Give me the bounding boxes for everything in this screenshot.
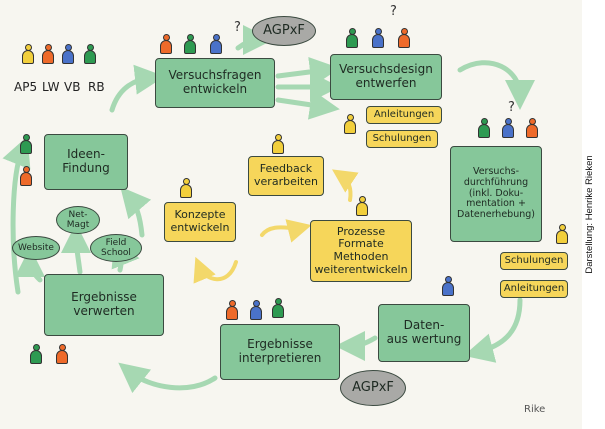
question-mark: ?	[508, 100, 515, 115]
figure-orange	[226, 300, 238, 320]
figure-green	[184, 34, 196, 54]
credit-text: Darstellung: Henrike Rieken	[584, 155, 595, 274]
arrow-durchfuehrung-to-auswertung	[463, 297, 523, 363]
figure-yellow	[556, 224, 568, 244]
arrow-field-to-ideen	[120, 186, 152, 238]
legend-figure-vb	[62, 44, 74, 64]
arrow-verwerten-to-ideen	[2, 136, 31, 295]
figure-green	[272, 298, 284, 318]
legend-label-rb: RB	[88, 80, 105, 94]
figure-green	[20, 134, 32, 154]
arrows-layer	[2, 25, 535, 394]
figure-yellow	[180, 178, 192, 198]
figure-orange	[20, 166, 32, 186]
arrow-legend-to-fragen	[109, 64, 165, 113]
question-mark: ?	[390, 4, 397, 19]
diagram-canvas: AP5 LW VB RB AGPxF ? Versuchsfragen entw…	[0, 0, 582, 429]
figure-orange	[160, 34, 172, 54]
question-mark: ?	[234, 20, 241, 35]
signature: Rike	[524, 404, 546, 415]
legend-label-vb: VB	[64, 80, 81, 94]
arrow-yellow-konzepte-loop	[193, 256, 238, 284]
node-schulungen-top: Schulungen	[366, 130, 438, 148]
node-website: Website	[12, 236, 60, 260]
arrow-design-to-durchfuehrung	[457, 60, 535, 110]
figure-orange	[56, 344, 68, 364]
arrow-fragen-to-design-1	[275, 57, 340, 87]
figure-green	[30, 344, 42, 364]
figure-blue	[372, 28, 384, 48]
figure-orange	[526, 118, 538, 138]
agpxf-bottom-oval: AGPxF	[340, 370, 406, 406]
figure-green	[346, 28, 358, 48]
figure-yellow	[272, 134, 284, 154]
figure-green	[478, 118, 490, 138]
figure-blue	[502, 118, 514, 138]
arrow-verwerten-to-net	[61, 223, 92, 275]
agpxf-top-oval: AGPxF	[252, 16, 316, 46]
legend-figure-rb	[84, 44, 96, 64]
node-ideenfindung: Ideen- Findung	[44, 134, 128, 190]
node-versuchsdurchfuehrung: Versuchs- durchführung (inkl. Doku- ment…	[450, 146, 542, 242]
arrow-auswertung-to-interpretieren	[335, 330, 378, 361]
node-feedback: Feedback verarbeiten	[248, 156, 324, 196]
node-konzepte: Konzepte entwickeln	[164, 202, 236, 242]
node-ergebnisse-interpretieren: Ergebnisse interpretieren	[220, 324, 340, 380]
node-schulungen-right: Schulungen	[500, 252, 568, 270]
arrow-interpretieren-to-verwerten	[118, 362, 218, 394]
arrow-yellow-feedback	[332, 169, 359, 202]
node-fieldschool: Field School	[90, 234, 142, 262]
node-anleitungen-right: Anleitungen	[500, 280, 568, 298]
arrow-yellow-to-prozesse	[260, 219, 312, 243]
legend-figure-lw	[42, 44, 54, 64]
legend-label-lw: LW	[42, 80, 60, 94]
figure-blue	[442, 276, 454, 296]
figure-orange	[398, 28, 410, 48]
figure-blue	[250, 300, 262, 320]
node-datenauswertung: Daten- aus wertung	[378, 304, 470, 362]
node-versuchsdesign: Versuchsdesign entwerfen	[330, 54, 442, 100]
node-versuchsfragen: Versuchsfragen entwickeln	[155, 58, 275, 108]
node-netmagt: Net- Magt	[56, 206, 100, 234]
arrow-verwerten-to-website	[15, 247, 46, 283]
node-prozesse: Prozesse Formate Methoden weiterentwicke…	[310, 220, 412, 282]
node-anleitungen-top: Anleitungen	[366, 106, 442, 124]
legend-label-ap5: AP5	[14, 80, 38, 94]
legend-figure-ap5	[22, 44, 34, 64]
figure-blue	[210, 34, 222, 54]
figure-yellow	[344, 114, 356, 134]
figure-yellow	[356, 196, 368, 216]
arrow-fragen-to-design-3	[275, 89, 340, 120]
arrow-agpxf-to-fragen	[235, 25, 273, 56]
node-ergebnisse-verwerten: Ergebnisse verwerten	[44, 274, 164, 336]
